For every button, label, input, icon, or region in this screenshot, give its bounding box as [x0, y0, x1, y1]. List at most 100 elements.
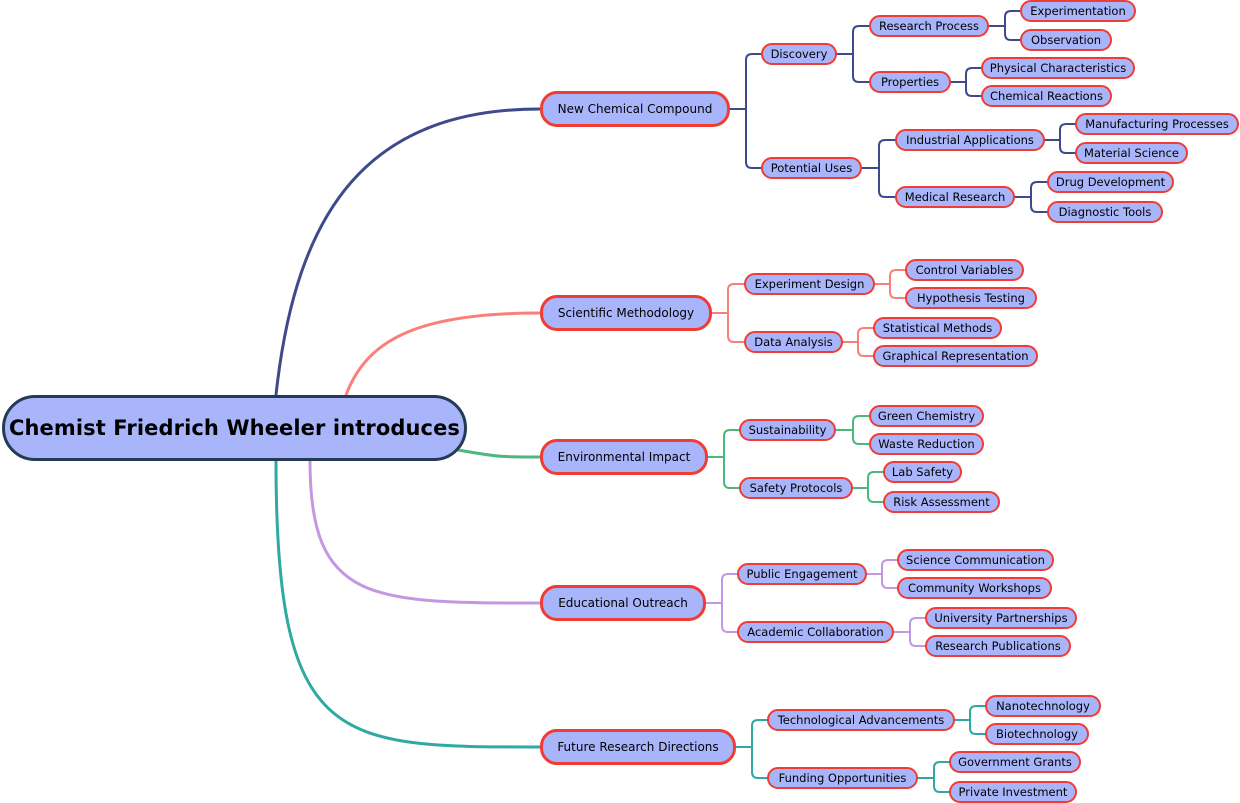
connector-research-process-branch-1 [1004, 25, 1021, 41]
topic-lab-safety-node[interactable]: Lab Safety [883, 461, 962, 483]
subtopic-data-analysis-node[interactable]: Data Analysis [744, 331, 843, 353]
connector-academic-collaboration-branch-0 [909, 617, 926, 633]
topic-chemical-reactions-node[interactable]: Chemical Reactions [981, 85, 1112, 107]
branch-new-chemical-compound-node[interactable]: New Chemical Compound [540, 91, 730, 127]
subtopic-funding-opportunities-label: Funding Opportunities [778, 771, 907, 785]
connector-safety-protocols-branch-0 [867, 471, 884, 489]
topic-hypothesis-testing-node[interactable]: Hypothesis Testing [905, 287, 1037, 309]
subtopic-sustainability-label: Sustainability [748, 423, 827, 437]
branch-scientific-methodology-label: Scientific Methodology [557, 306, 695, 320]
subtopic-academic-collaboration-label: Academic Collaboration [747, 625, 884, 639]
topic-risk-assessment-node[interactable]: Risk Assessment [883, 491, 1000, 513]
subtopic-safety-protocols-node[interactable]: Safety Protocols [739, 477, 853, 499]
topic-waste-reduction-node[interactable]: Waste Reduction [869, 433, 984, 455]
topic-medical-research-label: Medical Research [904, 190, 1006, 204]
connector-sustainability-branch-1 [852, 429, 870, 445]
connector-public-engagement-branch-0 [881, 559, 898, 575]
topic-university-partnerships-node[interactable]: University Partnerships [925, 607, 1077, 629]
subtopic-safety-protocols-label: Safety Protocols [749, 481, 843, 495]
subtopic-experiment-design-node[interactable]: Experiment Design [744, 273, 875, 295]
connector-new-chemical-compound-branch-1 [745, 108, 762, 169]
topic-experimentation-node[interactable]: Experimentation [1020, 0, 1136, 22]
connector-potential-uses-branch-0 [878, 139, 896, 169]
topic-control-variables-label: Control Variables [915, 263, 1014, 277]
branch-future-research-directions-node[interactable]: Future Research Directions [540, 729, 736, 765]
subtopic-academic-collaboration-node[interactable]: Academic Collaboration [737, 621, 894, 643]
topic-industrial-applications-label: Industrial Applications [906, 133, 1034, 147]
topic-graphical-representation-node[interactable]: Graphical Representation [873, 345, 1038, 367]
subtopic-potential-uses-label: Potential Uses [770, 161, 853, 175]
connector-funding-opportunities-branch-1 [933, 777, 950, 793]
main-connector-new-chemical-compound [274, 107, 542, 397]
subtopic-potential-uses-node[interactable]: Potential Uses [761, 157, 862, 179]
connector-properties-branch-1 [965, 81, 982, 97]
topic-experimentation-label: Experimentation [1030, 4, 1126, 18]
subtopic-data-analysis-label: Data Analysis [754, 335, 833, 349]
connector-industrial-applications-branch-1 [1059, 139, 1076, 154]
topic-community-workshops-node[interactable]: Community Workshops [897, 577, 1052, 599]
subtopic-discovery-label: Discovery [770, 47, 828, 61]
subtopic-public-engagement-node[interactable]: Public Engagement [737, 563, 867, 585]
subtopic-technological-advancements-label: Technological Advancements [777, 713, 945, 727]
topic-hypothesis-testing-label: Hypothesis Testing [917, 291, 1025, 305]
topic-risk-assessment-label: Risk Assessment [893, 495, 990, 509]
topic-manufacturing-processes-node[interactable]: Manufacturing Processes [1075, 113, 1239, 135]
branch-educational-outreach-label: Educational Outreach [558, 596, 688, 610]
branch-educational-outreach-node[interactable]: Educational Outreach [540, 585, 706, 621]
topic-medical-research-node[interactable]: Medical Research [895, 186, 1015, 208]
topic-drug-development-label: Drug Development [1055, 175, 1166, 189]
subtopic-public-engagement-label: Public Engagement [746, 567, 858, 581]
root-topic-node[interactable]: Chemist Friedrich Wheeler introduces [2, 395, 467, 461]
main-connector-environmental-impact [456, 448, 542, 459]
topic-physical-characteristics-node[interactable]: Physical Characteristics [981, 57, 1135, 79]
topic-industrial-applications-node[interactable]: Industrial Applications [895, 129, 1045, 151]
connector-potential-uses-branch-1 [878, 167, 896, 198]
connector-scientific-methodology-branch-0 [727, 283, 745, 314]
connector-properties-branch-0 [965, 67, 982, 83]
topic-nanotechnology-node[interactable]: Nanotechnology [985, 695, 1101, 717]
topic-science-communication-label: Science Communication [906, 553, 1045, 567]
topic-research-publications-node[interactable]: Research Publications [925, 635, 1071, 657]
topic-observation-node[interactable]: Observation [1020, 29, 1112, 51]
subtopic-technological-advancements-node[interactable]: Technological Advancements [767, 709, 955, 731]
topic-manufacturing-processes-label: Manufacturing Processes [1085, 117, 1229, 131]
branch-environmental-impact-node[interactable]: Environmental Impact [540, 439, 708, 475]
topic-biotechnology-node[interactable]: Biotechnology [985, 723, 1089, 745]
subtopic-experiment-design-label: Experiment Design [754, 277, 865, 291]
connector-data-analysis-branch-1 [857, 341, 874, 357]
topic-government-grants-node[interactable]: Government Grants [949, 751, 1081, 773]
connector-educational-outreach-branch-0 [721, 573, 738, 604]
topic-community-workshops-label: Community Workshops [908, 581, 1041, 595]
topic-green-chemistry-node[interactable]: Green Chemistry [869, 405, 984, 427]
topic-statistical-methods-node[interactable]: Statistical Methods [873, 317, 1002, 339]
subtopic-funding-opportunities-node[interactable]: Funding Opportunities [767, 767, 918, 789]
connector-industrial-applications-branch-0 [1059, 123, 1076, 141]
topic-physical-characteristics-label: Physical Characteristics [989, 61, 1127, 75]
connector-experiment-design-branch-1 [889, 283, 906, 299]
topic-chemical-reactions-label: Chemical Reactions [990, 89, 1103, 103]
branch-scientific-methodology-node[interactable]: Scientific Methodology [540, 295, 712, 331]
topic-control-variables-node[interactable]: Control Variables [905, 259, 1024, 281]
topic-diagnostic-tools-node[interactable]: Diagnostic Tools [1047, 201, 1163, 223]
connector-discovery-branch-0 [852, 25, 870, 55]
root-topic-label: Chemist Friedrich Wheeler introduces [8, 416, 461, 440]
branch-new-chemical-compound-label: New Chemical Compound [557, 102, 713, 116]
topic-drug-development-node[interactable]: Drug Development [1047, 171, 1174, 193]
topic-private-investment-label: Private Investment [958, 785, 1068, 799]
topic-research-process-node[interactable]: Research Process [869, 15, 989, 37]
topic-nanotechnology-label: Nanotechnology [996, 699, 1090, 713]
topic-university-partnerships-label: University Partnerships [934, 611, 1068, 625]
connector-experiment-design-branch-0 [889, 269, 906, 285]
connector-data-analysis-branch-0 [857, 327, 874, 343]
topic-material-science-node[interactable]: Material Science [1075, 142, 1188, 164]
branch-future-research-directions-label: Future Research Directions [557, 740, 719, 754]
connector-medical-research-branch-0 [1030, 181, 1048, 198]
topic-science-communication-node[interactable]: Science Communication [897, 549, 1054, 571]
subtopic-discovery-node[interactable]: Discovery [761, 43, 837, 65]
topic-lab-safety-label: Lab Safety [891, 465, 954, 479]
subtopic-sustainability-node[interactable]: Sustainability [739, 419, 836, 441]
connector-funding-opportunities-branch-0 [933, 761, 950, 779]
topic-properties-node[interactable]: Properties [869, 71, 951, 93]
connector-new-chemical-compound-branch-0 [745, 53, 762, 110]
topic-diagnostic-tools-label: Diagnostic Tools [1058, 205, 1152, 219]
